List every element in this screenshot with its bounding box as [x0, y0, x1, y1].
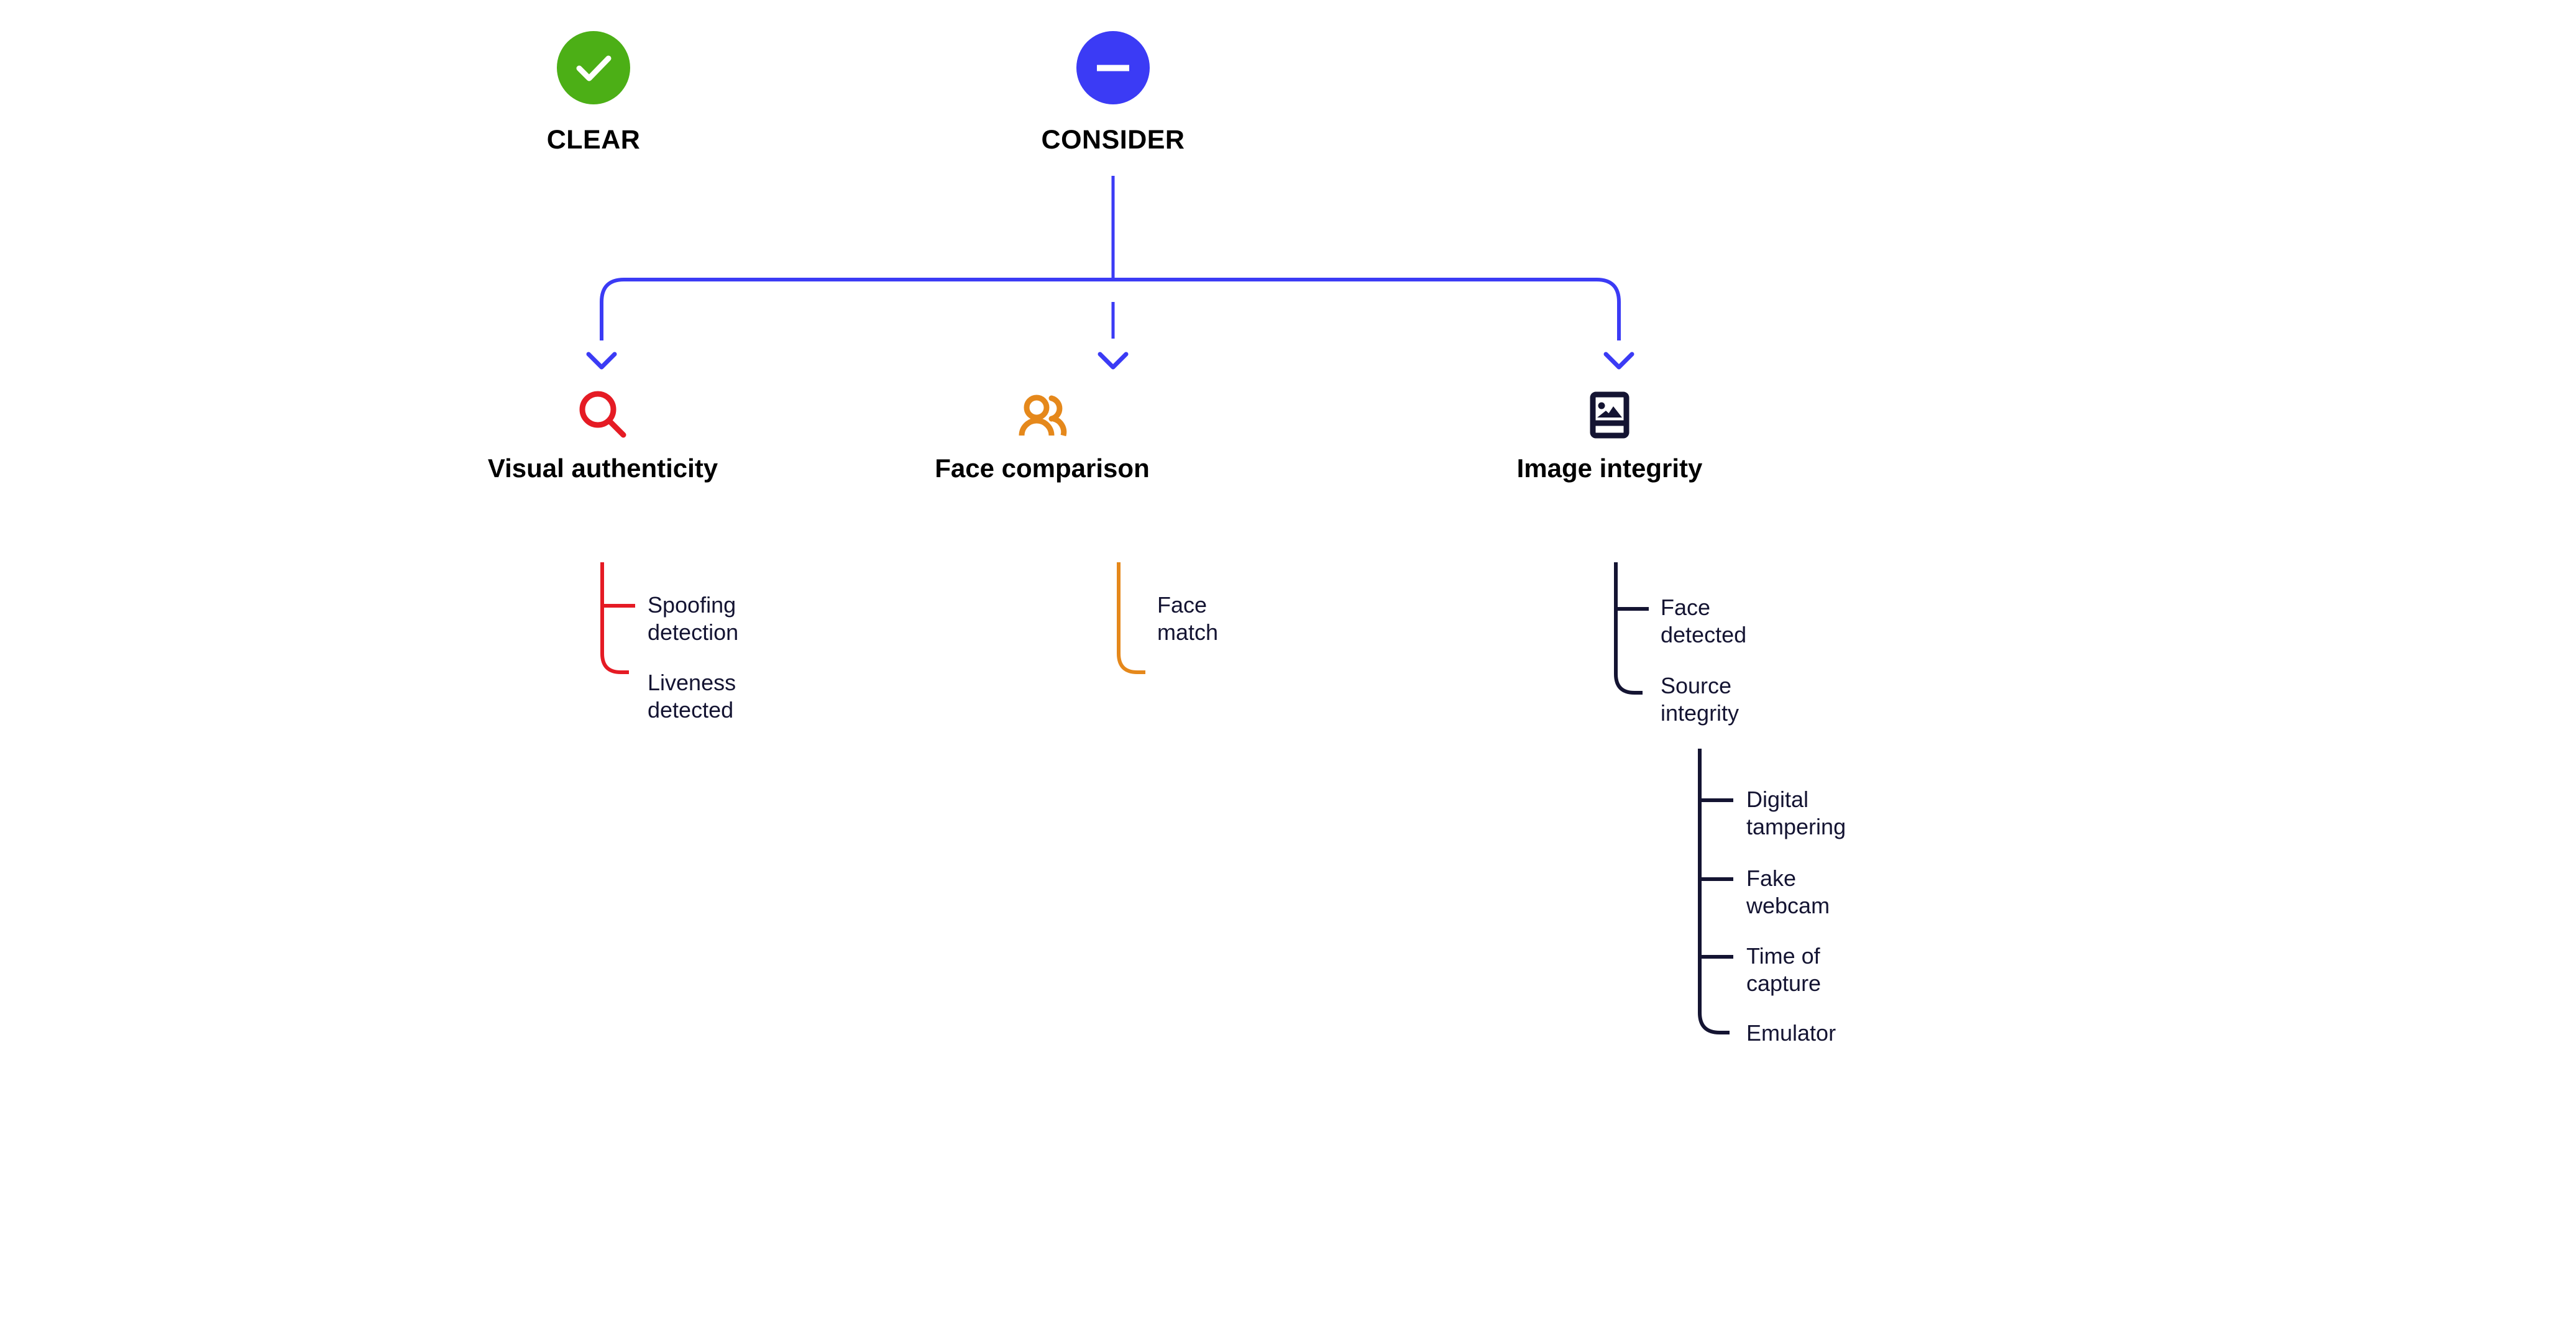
leaf-fake-webcam: Fake webcam — [1746, 865, 1830, 918]
leaf-face-detected: Face detected — [1661, 595, 1747, 647]
leaf-time-of-capture: Time of capture — [1746, 943, 1822, 996]
branch-face-comparison-title: Face comparison — [935, 454, 1150, 483]
leaf-source-integrity: Source integrity — [1661, 673, 1739, 726]
leaf-spoofing-detection: Spoofing detection — [648, 592, 739, 645]
branch-visual-authenticity: Visual authenticity — [435, 385, 771, 483]
chevron-down-icon-visual — [586, 352, 617, 370]
minus-circle-icon — [1076, 31, 1150, 104]
status-clear: CLEAR — [410, 31, 777, 153]
magnifier-icon — [435, 385, 771, 445]
photo-icon — [1442, 385, 1777, 445]
leaf-emulator: Emulator — [1746, 1020, 1836, 1046]
branch-image-integrity-title: Image integrity — [1516, 454, 1703, 483]
branch-visual-authenticity-title: Visual authenticity — [487, 454, 718, 483]
chevron-down-icon-face — [1098, 352, 1129, 370]
leaf-face-match: Face match — [1157, 592, 1219, 645]
leaf-digital-tampering: Digital tampering — [1746, 787, 1846, 839]
chevron-down-icon-image — [1603, 352, 1634, 370]
branch-face-comparison: Face comparison — [874, 385, 1210, 483]
leaf-liveness-detected: Liveness detected — [648, 670, 736, 723]
status-consider-label: CONSIDER — [1041, 125, 1185, 155]
check-circle-icon — [557, 31, 630, 104]
branch-image-integrity: Image integrity — [1442, 385, 1777, 483]
status-consider: CONSIDER — [930, 31, 1296, 153]
two-people-icon — [874, 385, 1210, 445]
status-clear-label: CLEAR — [546, 125, 641, 155]
